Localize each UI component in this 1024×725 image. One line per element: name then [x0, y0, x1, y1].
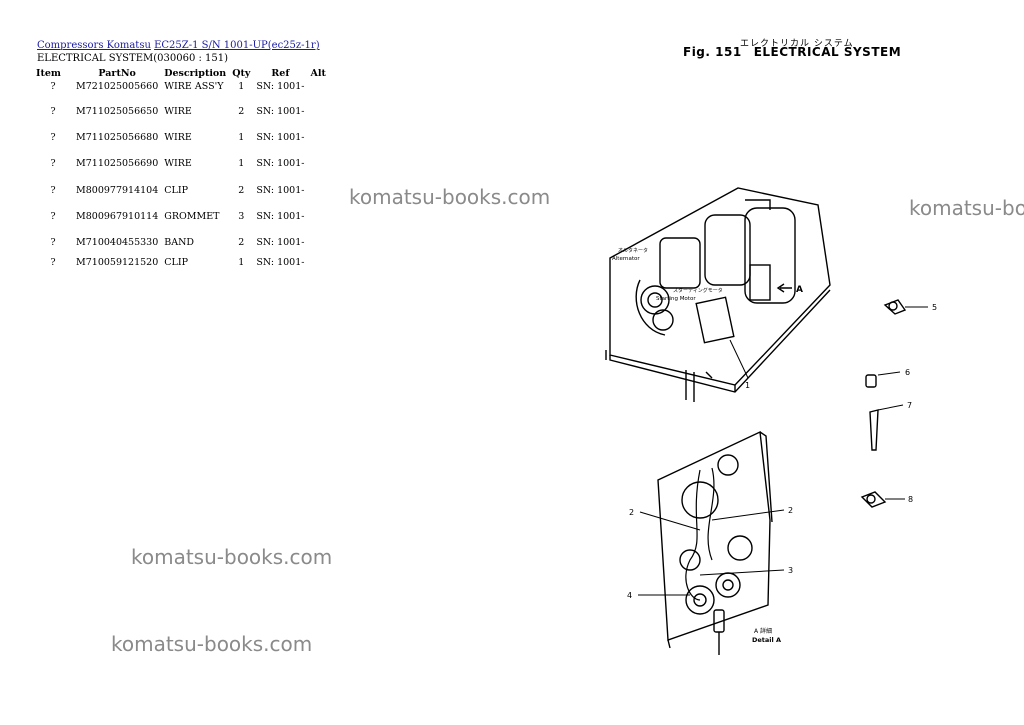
- watermark: komatsu-books.com: [131, 545, 333, 569]
- cell-item: ?: [50, 132, 56, 143]
- col-header-partno: PartNo: [98, 68, 136, 79]
- watermark: komatsu-books.com: [909, 196, 1024, 220]
- cell-description: WIRE: [164, 106, 192, 117]
- cell-qty: 1: [238, 81, 245, 92]
- cell-partno: M710040455330: [76, 237, 159, 248]
- cell-ref: SN: 1001-: [256, 158, 305, 169]
- table-row: ? M721025005660 WIRE ASS'Y 1 SN: 1001-: [33, 81, 329, 106]
- col-header-description: Description: [164, 68, 227, 79]
- col-header-qty: Qty: [232, 68, 251, 79]
- cell-item: ?: [50, 211, 56, 222]
- cell-item: ?: [50, 257, 56, 268]
- clip-part-8: [860, 491, 905, 508]
- arrow-a-label: A: [796, 285, 803, 295]
- callout-1-leader: [729, 339, 749, 379]
- cell-partno: M710059121520: [76, 257, 159, 268]
- cell-qty: 3: [238, 211, 245, 222]
- col-header-item: Item: [36, 68, 61, 79]
- cell-description: WIRE: [164, 132, 192, 143]
- callout-8: 8: [908, 495, 913, 504]
- cell-ref: SN: 1001-: [256, 211, 305, 222]
- cell-partno: M800977914104: [76, 185, 159, 196]
- callout-3-leader: [699, 569, 785, 576]
- parts-table: Item PartNo Description Qty Ref Alt ? M72…: [33, 66, 329, 277]
- cell-description: WIRE ASS'Y: [164, 81, 224, 92]
- table-row: ? M800977914104 CLIP 2 SN: 1001-: [33, 185, 329, 211]
- cell-item: ?: [50, 237, 56, 248]
- cell-partno: M721025005660: [76, 81, 159, 92]
- cell-qty: 2: [238, 237, 245, 248]
- cell-ref: SN: 1001-: [256, 106, 305, 117]
- cell-partno: M711025056650: [76, 106, 159, 117]
- band-part-7: [869, 404, 904, 451]
- arrow-a-indicator: [776, 283, 792, 293]
- table-row: ? M800967910114 GROMMET 3 SN: 1001-: [33, 211, 329, 237]
- callout-2-right-leader: [711, 509, 785, 521]
- cell-description: WIRE: [164, 158, 192, 169]
- alternator-label: Alternator: [612, 256, 640, 262]
- cell-partno: M711025056680: [76, 132, 159, 143]
- table-row: ? M711025056650 WIRE 2 SN: 1001-: [33, 106, 329, 132]
- watermark: komatsu-books.com: [111, 632, 313, 656]
- table-row: ? M711025056680 WIRE 1 SN: 1001-: [33, 132, 329, 158]
- engine-housing: [605, 187, 831, 402]
- watermark: komatsu-books.com: [349, 185, 551, 209]
- table-header-row: Item PartNo Description Qty Ref Alt: [33, 66, 329, 81]
- starting-motor-label: Starting Motor: [656, 296, 696, 302]
- col-header-ref: Ref: [271, 68, 290, 79]
- figure-number: Fig. 151: [683, 45, 742, 59]
- table-row: ? M710040455330 BAND 2 SN: 1001-: [33, 237, 329, 257]
- page-subtitle: ELECTRICAL SYSTEM(030060 : 151): [37, 53, 229, 64]
- cell-ref: SN: 1001-: [256, 132, 305, 143]
- starting-motor-label-jp: スターティングモータ: [673, 287, 723, 294]
- cell-description: CLIP: [164, 185, 188, 196]
- cell-partno: M800967910114: [76, 211, 159, 222]
- breadcrumb-link-model[interactable]: EC25Z-1 S/N 1001-UP(ec25z-1r): [154, 40, 320, 51]
- callout-6: 6: [905, 368, 910, 377]
- figure-name: ELECTRICAL SYSTEM: [753, 45, 902, 59]
- callout-1: 1: [745, 381, 750, 390]
- detail-a-label-jp: A 詳細: [754, 627, 772, 635]
- table-row: ? M710059121520 CLIP 1 SN: 1001-: [33, 257, 329, 277]
- callout-2-left-leader: [639, 511, 701, 531]
- cell-description: CLIP: [164, 257, 188, 268]
- cell-partno: M711025056690: [76, 158, 159, 169]
- cell-qty: 1: [238, 158, 245, 169]
- callout-2-left: 2: [629, 508, 634, 517]
- breadcrumb-link-compressors[interactable]: Compressors Komatsu: [37, 40, 151, 51]
- callout-5: 5: [932, 303, 937, 312]
- callout-4: 4: [627, 591, 632, 600]
- grommet-part-6: [865, 371, 901, 388]
- alternator-label-jp: オルタネータ: [618, 247, 648, 254]
- cell-description: BAND: [164, 237, 195, 248]
- cell-ref: SN: 1001-: [256, 185, 305, 196]
- cell-qty: 1: [238, 132, 245, 143]
- figure-japanese-title: エレクトリカル システム: [740, 39, 854, 49]
- callout-3: 3: [788, 566, 793, 575]
- cell-description: GROMMET: [164, 211, 220, 222]
- cell-item: ?: [50, 185, 56, 196]
- cell-ref: SN: 1001-: [256, 237, 305, 248]
- figure-title: Fig. 151 ELECTRICAL SYSTEM: [683, 45, 901, 59]
- detail-a-label: Detail A: [752, 636, 781, 644]
- cell-qty: 1: [238, 257, 245, 268]
- callout-7: 7: [907, 401, 912, 410]
- cell-qty: 2: [238, 106, 245, 117]
- detail-a-panel: [657, 430, 773, 655]
- cell-ref: SN: 1001-: [256, 81, 305, 92]
- cell-qty: 2: [238, 185, 245, 196]
- alternator-assembly: [635, 237, 701, 336]
- cell-ref: SN: 1001-: [256, 257, 305, 268]
- breadcrumb: Compressors Komatsu EC25Z-1 S/N 1001-UP(…: [37, 40, 320, 51]
- cell-item: ?: [50, 106, 56, 117]
- clip-part-5: [883, 299, 928, 315]
- cell-item: ?: [50, 158, 56, 169]
- col-header-alt: Alt: [310, 68, 326, 79]
- callout-2-right: 2: [788, 506, 793, 515]
- starting-motor-assembly: [695, 199, 796, 344]
- table-row: ? M711025056690 WIRE 1 SN: 1001-: [33, 158, 329, 185]
- cell-item: ?: [50, 81, 56, 92]
